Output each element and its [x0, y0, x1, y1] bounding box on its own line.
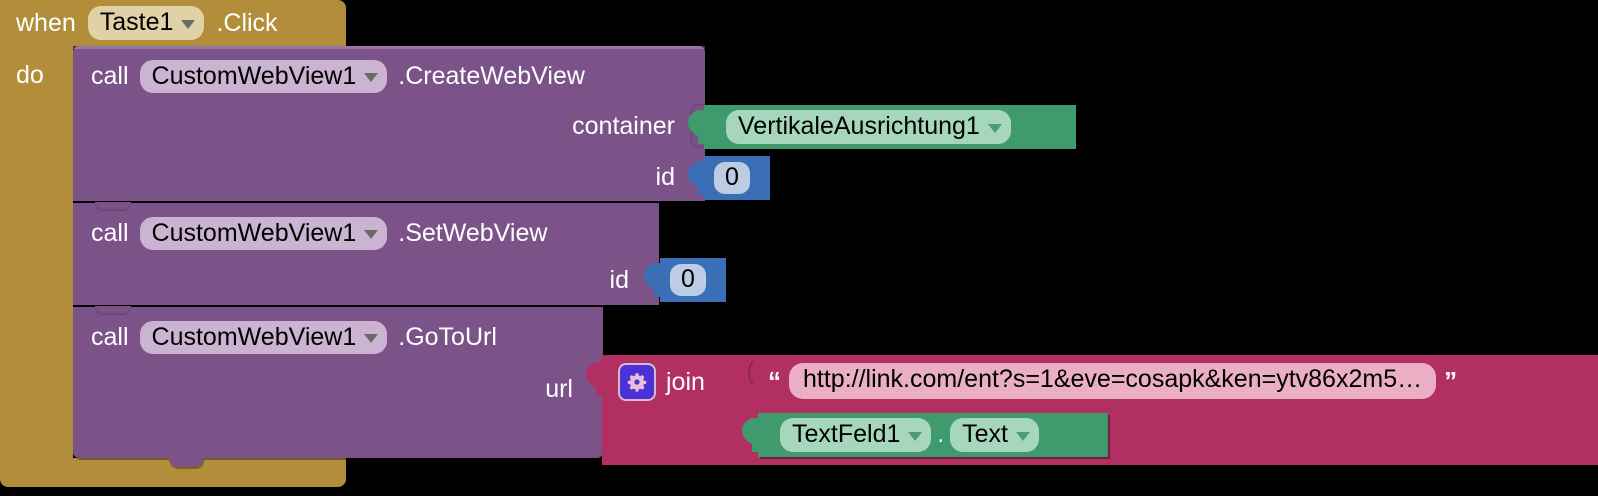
property-getter-textfeld1-text[interactable]: TextFeld1 . Text	[758, 413, 1108, 457]
call-component-label-2: CustomWebView1	[151, 219, 357, 247]
gear-icon[interactable]	[618, 363, 656, 401]
chevron-down-icon[interactable]	[364, 230, 379, 240]
do-label: do	[16, 61, 44, 89]
event-component-label: Taste1	[99, 8, 174, 37]
event-component-dropdown[interactable]: Taste1	[87, 6, 205, 40]
chevron-down-icon[interactable]	[908, 431, 923, 441]
call-label-2: call	[91, 219, 129, 248]
plug-url-value	[586, 362, 604, 396]
when-label: when	[16, 8, 76, 37]
chevron-down-icon[interactable]	[364, 73, 379, 83]
join-arg-socket-1	[748, 360, 764, 405]
block-connector-notch	[95, 202, 131, 211]
call-method-label-2: .SetWebView	[398, 219, 548, 248]
text-string-field[interactable]: http://link.com/ent?s=1&eve=cosapk&ken=y…	[789, 363, 1437, 399]
number-block-id-2[interactable]: 0	[660, 258, 726, 302]
plug-id-value-2	[644, 263, 662, 297]
join-header-row: join	[618, 363, 709, 401]
getter-component-dropdown[interactable]: VertikaleAusrichtung1	[726, 110, 1011, 144]
chevron-down-icon[interactable]	[181, 19, 196, 29]
call-method-label-3: .GoToUrl	[398, 323, 497, 352]
call-component-label-1: CustomWebView1	[151, 62, 357, 90]
call-label-3: call	[91, 323, 129, 352]
text-string-block[interactable]: “ http://link.com/ent?s=1&eve=cosapk&ken…	[766, 363, 1459, 399]
call-block-createwebview[interactable]: call CustomWebView1 .CreateWebView conta…	[73, 46, 708, 201]
number-field-id-2[interactable]: 0	[670, 263, 706, 297]
param-label-id-2: id	[609, 266, 629, 294]
open-quote-label: “	[768, 365, 781, 396]
getter-component-dropdown-textfeld1[interactable]: TextFeld1	[780, 418, 932, 452]
call-component-dropdown-1[interactable]: CustomWebView1	[139, 60, 388, 94]
event-name-label: .Click	[216, 8, 278, 37]
getter-property-label-text: Text	[962, 420, 1008, 449]
call-header-row-3: call CustomWebView1 .GoToUrl	[91, 321, 497, 355]
call-label-1: call	[91, 62, 129, 91]
chevron-down-icon[interactable]	[1015, 431, 1030, 441]
getter-property-dropdown-text[interactable]: Text	[950, 418, 1039, 452]
call-method-label-1: .CreateWebView	[398, 62, 585, 91]
param-label-id-1: id	[655, 163, 675, 191]
getter-component-label: VertikaleAusrichtung1	[738, 112, 980, 141]
call-block-setwebview[interactable]: call CustomWebView1 .SetWebView id	[73, 202, 659, 305]
chevron-down-icon[interactable]	[987, 123, 1002, 133]
plug-container-value	[688, 110, 706, 144]
call-header-row-1: call CustomWebView1 .CreateWebView	[91, 60, 585, 94]
call-header-row-2: call CustomWebView1 .SetWebView	[91, 217, 548, 251]
block-bottom-nub	[169, 457, 203, 467]
plug-textfeld-value	[742, 418, 760, 452]
chevron-down-icon[interactable]	[364, 334, 379, 344]
block-top-highlight	[73, 46, 705, 49]
component-getter-vertikaleausrichtung1[interactable]: VertikaleAusrichtung1	[704, 105, 1076, 149]
number-field-id-1[interactable]: 0	[714, 161, 750, 195]
call-component-label-3: CustomWebView1	[151, 323, 357, 351]
call-component-dropdown-2[interactable]: CustomWebView1	[139, 217, 388, 251]
param-label-url: url	[545, 375, 573, 403]
getter-separator: .	[937, 421, 945, 448]
close-quote-label: ”	[1444, 365, 1458, 396]
number-block-id-1[interactable]: 0	[704, 156, 770, 200]
call-block-gotourl[interactable]: call CustomWebView1 .GoToUrl url	[73, 306, 603, 467]
call-component-dropdown-3[interactable]: CustomWebView1	[139, 321, 388, 355]
block-connector-notch	[95, 306, 131, 315]
plug-id-value-1	[688, 161, 706, 195]
event-block-header: when Taste1 .Click	[0, 0, 362, 46]
param-label-container: container	[572, 112, 675, 140]
join-label: join	[666, 367, 705, 396]
getter-component-label-textfeld1: TextFeld1	[792, 420, 901, 449]
